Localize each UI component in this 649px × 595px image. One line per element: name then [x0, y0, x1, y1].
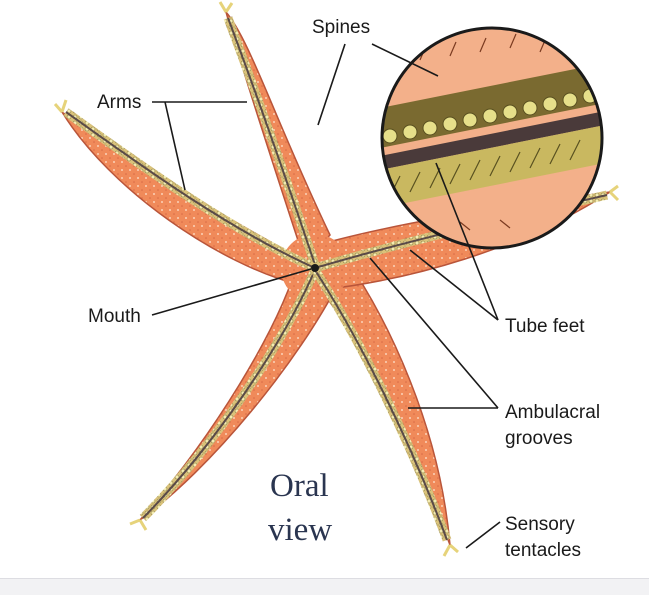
label-view: view [268, 512, 332, 548]
label-spines: Spines [312, 17, 370, 38]
label-mouth: Mouth [88, 306, 141, 327]
diagram-canvas: Spines Arms Mouth Tube feet Ambulacral g… [53, 1, 620, 561]
label-tube-feet: Tube feet [505, 316, 585, 337]
ambulacral-grooves [63, 16, 609, 542]
starfish-body [53, 1, 620, 557]
label-arms: Arms [97, 92, 141, 113]
label-sensory-1: Sensory [505, 514, 575, 535]
leader-lines [151, 43, 501, 549]
footer-bar [0, 578, 649, 595]
label-sensory-2: tentacles [505, 540, 581, 561]
sensory-tentacle-tips [53, 1, 620, 557]
label-oral: Oral [270, 468, 329, 504]
magnified-inset [380, 26, 604, 250]
mouth [311, 264, 319, 272]
label-ambulacral-1: Ambulacral [505, 402, 600, 423]
starfish-diagram: Spines Arms Mouth Tube feet Ambulacral g… [53, 1, 620, 561]
label-ambulacral-2: grooves [505, 428, 573, 449]
